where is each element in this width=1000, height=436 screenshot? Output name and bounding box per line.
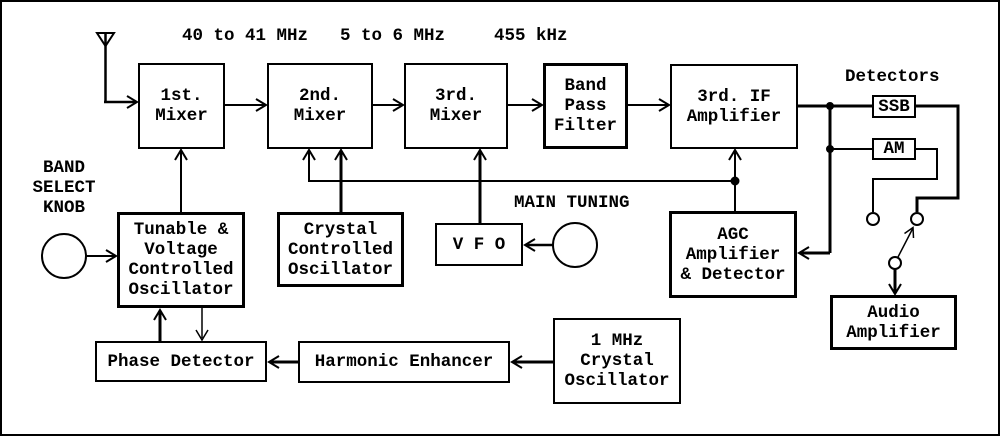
switch-arm (897, 227, 914, 258)
block-3rd-mixer: 3rd. Mixer (404, 63, 508, 149)
detectors-label: Detectors (845, 67, 940, 87)
detector-bus-wires (797, 102, 872, 260)
switch-pivot (888, 256, 902, 270)
block-crystal-oscillator: Crystal Controlled Oscillator (277, 212, 404, 287)
junction-dot (730, 176, 740, 186)
block-agc-amplifier: AGC Amplifier & Detector (669, 211, 797, 298)
main-tuning-knob (523, 222, 598, 268)
frequency-label-stage3: 455 kHz (494, 26, 568, 46)
am-contact (866, 212, 880, 226)
block-harmonic-enhancer: Harmonic Enhancer (298, 341, 510, 383)
block-1mhz-crystal-oscillator: 1 MHz Crystal Oscillator (553, 318, 681, 404)
agc-rail-wires (302, 148, 742, 211)
pll-wires (153, 308, 553, 369)
block-ssb-detector: SSB (872, 95, 916, 118)
block-band-pass-filter: Band Pass Filter (543, 63, 628, 149)
block-audio-amplifier: Audio Amplifier (830, 295, 957, 350)
frequency-label-stage1: 40 to 41 MHz (182, 26, 309, 46)
block-tunable-vco: Tunable & Voltage Controlled Oscillator (117, 212, 245, 308)
block-vfo: V F O (435, 223, 523, 266)
frequency-label-stage2: 5 to 6 MHz (340, 26, 446, 46)
block-phase-detector: Phase Detector (95, 341, 267, 382)
signal-chain-wires (225, 98, 671, 112)
block-am-detector: AM (872, 138, 916, 160)
mode-switch (866, 104, 960, 296)
antenna-icon (95, 32, 139, 109)
junction-dot (826, 102, 834, 110)
block-3rd-if-amplifier: 3rd. IF Amplifier (670, 64, 798, 149)
ssb-contact (910, 212, 924, 226)
band-select-knob-label: BAND SELECT KNOB (32, 158, 96, 218)
block-2nd-mixer: 2nd. Mixer (267, 63, 373, 149)
block-1st-mixer: 1st. Mixer (138, 63, 225, 149)
band-select-knob (41, 233, 118, 279)
main-tuning-label: MAIN TUNING (514, 193, 630, 213)
